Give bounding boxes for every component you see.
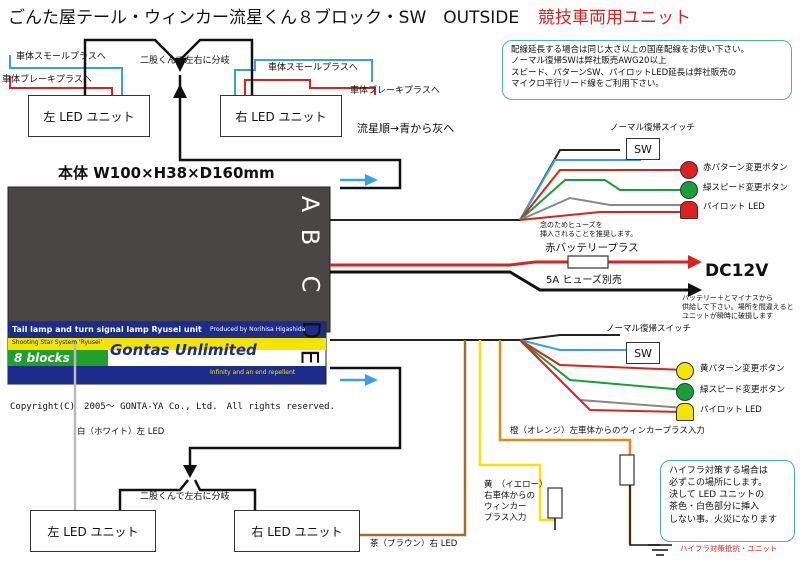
label-strip-top xyxy=(8,322,326,338)
title-sub: 競技車両用ユニット xyxy=(538,8,691,28)
power-warning-line2: 供給して下さい。場所を間違えると xyxy=(682,303,794,311)
bottom-split-wires xyxy=(118,366,402,510)
port-a: A xyxy=(296,195,325,213)
extension-note-line: 配線延長する場合は同じ太さ以上の国産配線をお使い下さい。 xyxy=(511,45,750,55)
pattern-button-label-top: 赤パターン変更ボタン xyxy=(703,163,788,173)
power-lines xyxy=(330,260,690,292)
resistor-orange xyxy=(619,454,635,486)
yellow-turn-line: 黄 （イエロー） xyxy=(484,480,548,490)
label-blocks: 8 blocks xyxy=(14,351,70,365)
extension-note-line: スピード、パターンSW、パイロットLED延長は弊社販売の xyxy=(511,67,737,78)
port-arrows xyxy=(340,178,365,382)
hyperflash-note-line: ハイフラ対策する場合は xyxy=(669,466,768,476)
extension-note-line: ノーマル復帰SWは弊社販売AWG20以上 xyxy=(511,56,667,67)
label-strip-green xyxy=(8,350,108,366)
pattern-button-top[interactable] xyxy=(680,161,698,179)
top-split-wires xyxy=(83,38,402,190)
label-line1: Tail lamp and turn signal lamp Ryusei un… xyxy=(12,325,202,334)
fuse-box xyxy=(567,255,609,269)
extension-note: 配線延長する場合は同じ太さ以上の国産配線をお使い下さい。 ノーマル復帰SWは弊社… xyxy=(502,40,792,100)
copyright: Copyright(C) 2005～ GONTA-YA Co., Ltd. Al… xyxy=(10,402,336,412)
label-system: Shooting Star System 'Ryusei' xyxy=(12,339,102,346)
title-main: ごんた屋テール・ウィンカー流星くん８ブロック・SW OUTSIDE xyxy=(8,8,520,28)
pilot-led-label-top: パイロット LED xyxy=(703,202,765,212)
right-led-unit-bottom: 右 LED ユニット xyxy=(234,510,360,552)
body-dimensions: 本体 W100×H38×D160mm xyxy=(58,164,275,182)
small-plus-left: 車体スモールプラスへ xyxy=(16,52,106,62)
white-left-label: 白（ホワイト）左 LED xyxy=(77,427,165,437)
power-warning-line3: ユニットが瞬時に破損します xyxy=(682,312,773,320)
pilot-led-label-bottom: パイロット LED xyxy=(700,405,762,415)
normal-switch-label-top: ノーマル復帰スイッチ xyxy=(610,123,696,133)
right-led-unit-top: 右 LED ユニット xyxy=(220,95,342,137)
pattern-button-bottom[interactable] xyxy=(676,362,694,380)
normal-switch-label-bottom: ノーマル復帰スイッチ xyxy=(606,324,692,334)
brake-plus-right: 車体ブレーキプラスへ xyxy=(350,86,440,96)
port-e: E xyxy=(295,349,324,365)
label-produced: Produced by Norihisa Higashida xyxy=(210,326,306,333)
left-led-unit-bottom: 左 LED ユニット xyxy=(30,510,156,552)
split-arrow-top-up xyxy=(173,84,187,98)
brake-plus-left: 車体ブレーキプラスへ xyxy=(2,75,92,85)
top-left-feed-wires xyxy=(9,55,376,95)
left-led-unit-top: 左 LED ユニット xyxy=(28,95,150,137)
fuse-label: 5A ヒューズ別売 xyxy=(546,275,622,286)
harness-bottom xyxy=(330,334,686,413)
power-warning-line1: バッテリー＋とマイナスから xyxy=(682,294,773,302)
hyperflash-note-line: 茶色・白色部分に挿入 xyxy=(669,502,760,513)
yellow-turn-line: ウィンカー xyxy=(484,502,527,513)
hyperflash-note-line: しない事。火災になります xyxy=(669,514,778,525)
dc-label: DC12V xyxy=(705,261,769,281)
yellow-turn-label: 黄 （イエロー） 右車体からの ウィンカー プラス入力 xyxy=(484,480,548,524)
port-c: C xyxy=(296,275,325,293)
brown-right-label: 茶（ブラウン）右 LED xyxy=(370,539,458,549)
battery-plus-label: 赤バッテリープラス xyxy=(545,242,639,254)
flow-label: 流星順→青から灰へ xyxy=(357,122,455,135)
hyperflash-note-line: 決して LED ユニットの xyxy=(669,490,765,501)
normal-switch-bottom[interactable]: SW xyxy=(626,342,660,364)
split-arrow-top xyxy=(173,58,187,72)
split-label-bottom: 二股くんで左右に分岐 xyxy=(140,492,230,502)
pilot-led-top xyxy=(680,201,698,219)
hyperflash-note-line: 必ずこの場所にします。 xyxy=(669,478,768,489)
yellow-turn-line: 右車体からの xyxy=(484,491,536,502)
hyperflash-note-footer: ハイフラ対策抵抗・ユニット xyxy=(680,544,778,553)
ground xyxy=(554,485,672,556)
speed-button-label-bottom: 緑スピード変更ボタン xyxy=(700,385,786,395)
speed-button-bottom[interactable] xyxy=(676,383,694,401)
fuse-note-line2: 挿入されることを推奨します。 xyxy=(540,230,638,238)
orange-turn-label: 橙（オレンジ）左車体からのウィンカープラス入力 xyxy=(510,426,705,436)
label-brand: Gontas Unlimited xyxy=(110,341,257,359)
fuse-note-line1: 念のためヒューズを xyxy=(540,221,603,229)
label-tagline: Infinity and an end repellent xyxy=(210,369,296,376)
speed-button-label-top: 緑スピード変更ボタン xyxy=(703,183,789,193)
port-b: B xyxy=(296,228,325,246)
small-plus-right: 車体スモールプラスへ xyxy=(268,63,358,73)
normal-switch-top[interactable]: SW xyxy=(626,138,660,160)
yellow-turn-line: プラス入力 xyxy=(484,513,527,524)
speed-button-top[interactable] xyxy=(680,181,698,199)
hyperflash-note: ハイフラ対策する場合は 必ずこの場所にします。 決して LED ユニットの 茶色… xyxy=(660,460,795,542)
extension-note-line: マイクロ平行リード線をご利用下さい。 xyxy=(511,79,664,90)
label-strip-yellow xyxy=(8,338,326,350)
resistor-yellow xyxy=(547,487,563,519)
pattern-button-label-bottom: 黄パターン変更ボタン xyxy=(700,364,785,374)
main-body xyxy=(7,186,331,333)
split-label-top: 二股くんで左右に分岐 xyxy=(140,56,230,66)
label-strip-navy xyxy=(8,366,326,384)
pilot-led-bottom xyxy=(676,403,694,421)
